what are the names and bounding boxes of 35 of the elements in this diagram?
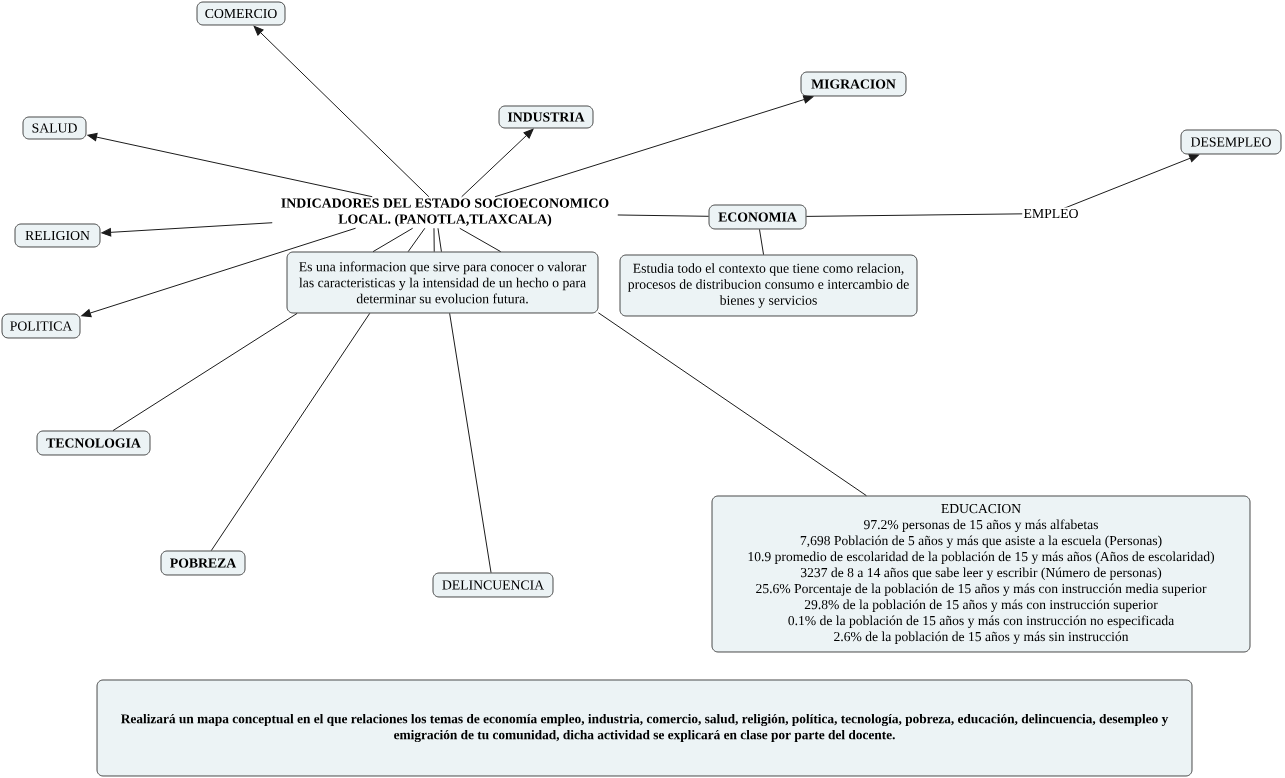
arrow <box>101 222 273 237</box>
connector-line <box>759 228 765 256</box>
connector-line <box>433 227 435 253</box>
connector-line <box>597 312 867 497</box>
concept-box: COMERCIO <box>196 1 286 26</box>
data-box: EDUCACION 97.2% personas de 15 años y más alfabetas 7,698 Población de 5 años y más que asiste a la escuela (Personas) 10.9 promedio de escolaridad de la población de 15 y más años (Años de escolaridad) 3237 de 8 a 14 años que sabe leer y escribir (Número de personas) 25.6% Porcentaje de la población de 15 años y más con instrucción media superior 29.8% de la población de 15 años y más con instrucción superior 0.1% de la población de 15 años y más con instrucción no especificada 2.6% de la población de 15 años y más sin instrucción <box>711 495 1251 653</box>
connector-line <box>459 227 502 253</box>
arrow <box>461 128 534 198</box>
concept-box: POLITICA <box>1 313 81 339</box>
concept-box: INDUSTRIA <box>498 105 594 129</box>
connector-line <box>112 312 298 432</box>
concept-box: MIGRACION <box>800 71 907 97</box>
connector-line <box>210 312 371 552</box>
concept-title: INDICADORES DEL ESTADO SOCIOECONOMICO LOCAL. (PANOTLA,TLAXCALA) <box>281 198 609 227</box>
arrow <box>805 154 1200 217</box>
connector-line <box>449 312 492 574</box>
arrow <box>494 95 814 198</box>
description-box: Estudia todo el contexto que tiene como relacion, procesos de distribucion consumo e intercambio de bienes y servicios <box>619 254 918 317</box>
instruction-box: Realizará un mapa conceptual en el que relaciones los temas de economía empleo, industria, comercio, salud, religión, política, tecnología, pobreza, educación, delincuencia, desempleo y emigración de tu comunidad, dicha actividad se explicará en clase por parte del docente. <box>96 679 1193 777</box>
description-box: Es una informacion que sirve para conocer o valorar las caracteristicas y la intensidad de un hecho o para determinar su evolucion futura. <box>286 251 599 314</box>
arrow <box>253 25 430 198</box>
connector-line <box>437 227 442 253</box>
concept-box: SALUD <box>22 116 87 140</box>
concept-box: DESEMPLEO <box>1180 129 1282 155</box>
concept-box: TECNOLOGIA <box>36 430 151 456</box>
concept-box: RELIGION <box>14 223 101 248</box>
connector-line <box>407 227 426 253</box>
connector-line <box>617 214 710 217</box>
edge-label: EMPLEO <box>1022 207 1080 220</box>
concept-box: POBREZA <box>160 550 246 576</box>
arrow <box>81 227 357 318</box>
connector-line <box>372 227 414 253</box>
concept-box: DELINCUENCIA <box>432 572 554 598</box>
concept-box: ECONOMIA <box>708 204 807 230</box>
arrow <box>87 132 373 198</box>
